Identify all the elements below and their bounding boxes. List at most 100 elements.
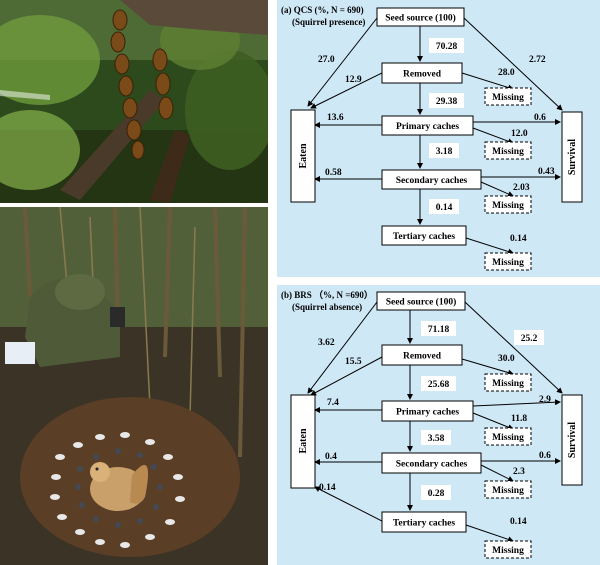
- forest-seed-photo-drawing: [0, 0, 268, 203]
- value-primary-survival: 2.9: [539, 395, 551, 405]
- value-secondary-tertiary-text: 0.28: [428, 489, 445, 499]
- value-secondary-eaten: 0.4: [325, 452, 337, 462]
- node-eaten-label: Eaten: [298, 143, 309, 168]
- edge-tertiary-missing: [465, 237, 514, 255]
- value-seed-survival-text: 25.2: [521, 334, 538, 344]
- edge-seed-survival: [463, 17, 563, 111]
- panel-b-title: (b) BRS （%, N =690）: [281, 290, 373, 300]
- node-missing-2: Missing: [484, 141, 532, 160]
- flow-diagram-panel-a: (a) QCS (%, N = 690) (Squirrel presence)…: [277, 0, 600, 277]
- node-seed-source-label: Seed source (100): [385, 13, 456, 24]
- value-secondary-tertiary: 0.28: [421, 485, 451, 500]
- field-experiment-photo: [0, 207, 268, 565]
- node-eaten: Eaten: [290, 394, 316, 489]
- value-removed-eaten: 15.5: [345, 357, 362, 367]
- value-tertiary-missing: 0.14: [510, 234, 527, 244]
- value-secondary-eaten: 0.58: [325, 168, 342, 178]
- value-secondary-survival: 0.43: [538, 167, 555, 177]
- value-primary-secondary: 3.18: [429, 143, 459, 158]
- forest-seed-photo: [0, 0, 268, 203]
- node-survival: Survival: [561, 394, 583, 486]
- edge-removed-missing: [461, 72, 514, 91]
- value-seed-survival: 2.72: [529, 55, 546, 65]
- node-missing-1-label: Missing: [492, 379, 524, 389]
- node-survival-label: Survival: [567, 422, 578, 458]
- node-primary-caches-label: Primary caches: [396, 122, 459, 132]
- node-primary-caches-label: Primary caches: [396, 408, 459, 418]
- value-primary-survival: 0.6: [534, 113, 546, 123]
- value-removed-missing: 28.0: [498, 68, 515, 78]
- edge-removed-eaten: [310, 356, 383, 396]
- edge-tertiary-eaten: [314, 486, 383, 522]
- value-removed-primary-text: 29.38: [436, 97, 458, 107]
- node-removed-label: Removed: [403, 70, 442, 80]
- edge-primary-missing: [472, 127, 514, 145]
- value-primary-secondary: 3.58: [421, 430, 451, 445]
- edge-tertiary-missing: [465, 524, 514, 543]
- value-removed-primary-text: 25.68: [428, 380, 450, 390]
- panel-a-title: (a) QCS (%, N = 690): [281, 5, 364, 15]
- node-missing-3-label: Missing: [492, 201, 524, 211]
- node-missing-1-label: Missing: [492, 93, 524, 103]
- node-secondary-caches: Secondary caches: [381, 452, 482, 474]
- node-eaten: Eaten: [290, 109, 316, 203]
- value-seed-removed-text: 71.18: [428, 325, 450, 335]
- panel-a-subtitle: (Squirrel presence): [292, 17, 365, 27]
- node-primary-caches: Primary caches: [381, 400, 474, 422]
- value-seed-removed: 71.18: [421, 321, 456, 336]
- node-seed-source: Seed source (100): [376, 7, 465, 27]
- value-seed-removed: 70.28: [429, 38, 464, 53]
- value-primary-missing: 12.0: [511, 129, 528, 139]
- value-seed-survival: 25.2: [514, 330, 544, 345]
- node-removed-label: Removed: [403, 352, 442, 362]
- edge-primary-survival: [472, 399, 561, 407]
- node-missing-2-label: Missing: [492, 147, 524, 157]
- value-tertiary-missing: 0.14: [510, 517, 527, 527]
- value-primary-eaten: 7.4: [327, 398, 339, 408]
- node-missing-4: Missing: [484, 252, 532, 271]
- value-removed-primary: 25.68: [421, 376, 456, 391]
- flow-diagram-a: (a) QCS (%, N = 690) (Squirrel presence)…: [281, 5, 583, 271]
- edge-seed-eaten: [307, 17, 378, 107]
- value-secondary-tertiary: 0.14: [429, 199, 459, 214]
- value-removed-eaten: 12.9: [345, 75, 362, 85]
- value-primary-secondary-text: 3.18: [436, 147, 453, 157]
- edge-secondary-missing: [480, 181, 514, 197]
- value-seed-eaten: 3.62: [318, 338, 335, 348]
- node-eaten-label: Eaten: [298, 428, 309, 453]
- flow-diagram-b: (b) BRS （%, N =690） (Squirrel absence) S…: [281, 290, 583, 559]
- node-secondary-caches-label: Secondary caches: [396, 460, 468, 470]
- node-tertiary-caches-label: Tertiary caches: [393, 232, 455, 242]
- node-tertiary-caches: Tertiary caches: [381, 511, 467, 533]
- node-secondary-caches: Secondary caches: [381, 169, 482, 190]
- node-removed: Removed: [381, 62, 463, 84]
- edge-seed-eaten: [307, 301, 378, 394]
- flow-diagram-panel-b: (b) BRS （%, N =690） (Squirrel absence) S…: [277, 285, 600, 565]
- value-secondary-survival: 0.6: [539, 451, 551, 461]
- value-primary-missing: 11.8: [511, 414, 527, 424]
- node-missing-4-label: Missing: [492, 258, 524, 268]
- field-experiment-photo-drawing: [0, 207, 268, 565]
- value-primary-secondary-text: 3.58: [428, 434, 445, 444]
- node-secondary-caches-label: Secondary caches: [396, 176, 468, 186]
- value-seed-eaten: 27.0: [318, 55, 335, 65]
- value-tertiary-eaten: 0.14: [319, 483, 336, 493]
- edge-removed-missing: [461, 358, 514, 376]
- node-primary-caches: Primary caches: [381, 115, 474, 136]
- edge-seed-survival: [464, 301, 563, 394]
- value-primary-eaten: 13.6: [327, 113, 344, 123]
- node-missing-1: Missing: [484, 87, 532, 106]
- node-survival: Survival: [561, 111, 583, 203]
- value-removed-primary: 29.38: [429, 93, 464, 108]
- node-missing-4: Missing: [484, 540, 532, 559]
- node-missing-2: Missing: [484, 427, 532, 446]
- value-removed-missing: 30.0: [498, 354, 515, 364]
- edge-secondary-missing: [480, 464, 514, 482]
- node-seed-source-label: Seed source (100): [386, 297, 457, 308]
- node-removed: Removed: [381, 344, 463, 366]
- value-secondary-tertiary-text: 0.14: [436, 203, 453, 213]
- node-missing-3-label: Missing: [492, 486, 524, 496]
- node-seed-source: Seed source (100): [376, 291, 466, 311]
- edge-primary-missing: [472, 412, 514, 430]
- node-survival-label: Survival: [567, 139, 578, 175]
